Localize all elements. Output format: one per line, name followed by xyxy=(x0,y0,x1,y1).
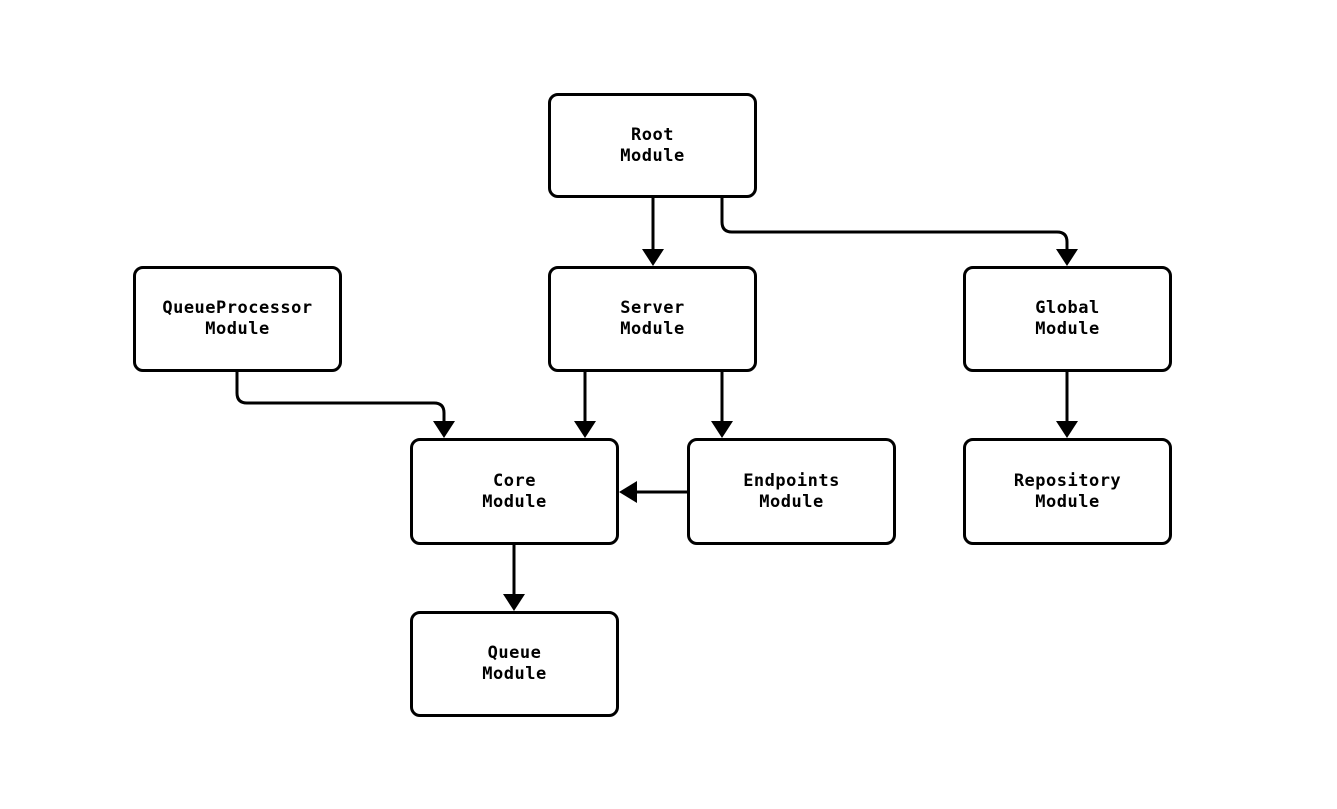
node-label-line2: Module xyxy=(620,145,685,166)
node-root-module: Root Module xyxy=(548,93,757,198)
node-label-line1: Endpoints xyxy=(743,470,840,491)
node-label-line1: Queue xyxy=(487,643,542,663)
edge-endpoints-to-core xyxy=(619,481,687,503)
node-repository-module: Repository Module xyxy=(963,438,1172,545)
node-endpoints-module: Endpoints Module xyxy=(687,438,896,545)
node-core-module: Core Module xyxy=(410,438,619,545)
node-label-line1: Root xyxy=(631,124,674,145)
arrowhead-down-icon xyxy=(503,594,525,611)
node-label-line2: Module xyxy=(759,491,824,512)
node-label-line2: Module xyxy=(482,491,547,512)
edge-server-to-endpoints xyxy=(711,372,733,438)
edge-root-to-server xyxy=(642,198,664,266)
arrowhead-left-icon xyxy=(619,481,637,503)
node-label-line2: Module xyxy=(1035,491,1100,512)
node-label-line2: Module xyxy=(620,319,685,339)
node-label-line2: Module xyxy=(482,664,547,684)
node-global-module: Global Module xyxy=(963,266,1172,372)
arrowhead-down-icon xyxy=(642,249,664,266)
arrowhead-down-icon xyxy=(1056,249,1078,266)
node-label-line1: QueueProcessor xyxy=(162,298,313,318)
edge-root-to-global xyxy=(720,198,1078,266)
node-server-module: Server Module xyxy=(548,266,757,372)
edge-server-to-core xyxy=(574,372,596,438)
node-label-line2: Module xyxy=(205,319,270,339)
edge-queueprocessor-to-core xyxy=(235,372,455,438)
node-queueprocessor-module: QueueProcessor Module xyxy=(133,266,342,372)
edge-core-to-queue xyxy=(503,545,525,611)
node-label-line1: Repository xyxy=(1013,470,1122,491)
node-label-line1: Server xyxy=(620,298,685,318)
arrowhead-down-icon xyxy=(711,421,733,438)
node-label-line1: Core xyxy=(493,470,536,491)
edge-global-to-repository xyxy=(1056,372,1078,438)
arrowhead-down-icon xyxy=(574,421,596,438)
node-queue-module: Queue Module xyxy=(410,611,619,717)
arrowhead-down-icon xyxy=(433,421,455,438)
node-label-line2: Module xyxy=(1035,319,1100,339)
arrowhead-down-icon xyxy=(1056,421,1078,438)
node-label-line1: Global xyxy=(1035,298,1100,318)
